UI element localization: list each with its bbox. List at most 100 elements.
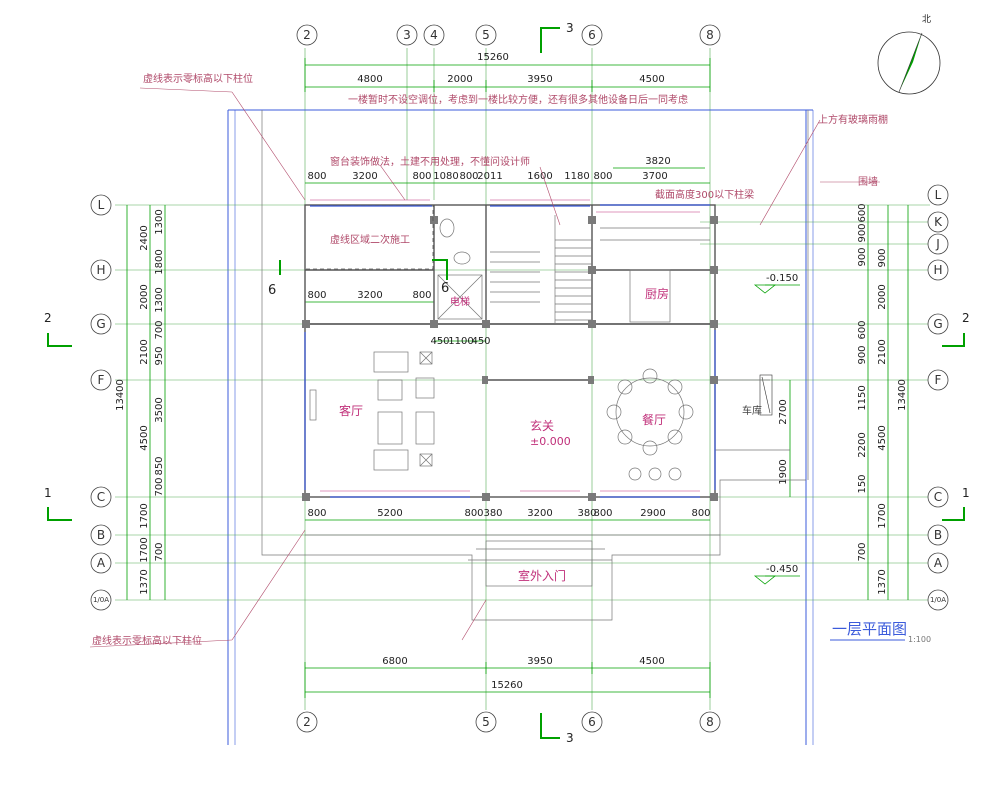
grid-bubble-left-B: B [90, 524, 112, 546]
room-labels: 客厅 玄关 ±0.000 餐厅 厨房 电梯 室外入门 车库 [339, 286, 762, 583]
svg-text:3: 3 [566, 731, 574, 745]
grid-bubble-top-2: 2 [296, 24, 318, 46]
svg-text:2: 2 [962, 311, 970, 325]
room-kitchen: 厨房 [645, 286, 669, 301]
window-openings [304, 204, 716, 498]
svg-text:4: 4 [430, 28, 438, 42]
svg-text:6: 6 [588, 28, 596, 42]
svg-text:1700: 1700 [877, 503, 888, 528]
svg-text:8: 8 [706, 715, 714, 729]
green-accent-marks [279, 259, 448, 280]
grid-bubble-right-A: A [927, 552, 949, 574]
svg-text:3: 3 [566, 21, 574, 35]
title-scale: 1:100 [908, 635, 931, 644]
grid-bubble-left-H: H [90, 259, 112, 281]
note-window: 窗台装饰做法，土建不用处理，不懂问设计师 [330, 155, 530, 168]
svg-text:800: 800 [307, 171, 326, 182]
svg-text:800: 800 [464, 508, 483, 519]
svg-text:950: 950 [154, 346, 165, 365]
svg-text:4500: 4500 [139, 425, 150, 450]
svg-text:800: 800 [691, 508, 710, 519]
svg-text:1370: 1370 [877, 569, 888, 594]
svg-text:380: 380 [483, 508, 502, 519]
svg-text:1700: 1700 [139, 537, 150, 562]
svg-text:700: 700 [154, 320, 165, 339]
svg-text:H: H [933, 263, 942, 277]
grid-bubble-left-L: L [90, 194, 112, 216]
grid-bubble-left-1-0A: 1/0A [90, 589, 112, 611]
svg-text:700: 700 [154, 477, 165, 496]
svg-text:1/0A: 1/0A [930, 596, 946, 604]
note-fence: 围墙 [858, 175, 878, 188]
elevator-box [437, 274, 483, 320]
dim-top-seg-4: 4500 [639, 74, 664, 85]
note-dashed-bottom: 虚线表示零标高以下柱位 [92, 634, 202, 647]
note-second-phase: 虚线区域二次施工 [330, 233, 410, 246]
dim-top-seg-3: 3950 [527, 74, 552, 85]
level-right-lower: -0.450 [766, 564, 798, 575]
building-walls [261, 110, 809, 621]
note-glass: 上方有玻璃雨棚 [818, 113, 888, 126]
room-elevator: 电梯 [450, 295, 470, 308]
svg-text:J: J [935, 237, 940, 251]
svg-text:700: 700 [154, 542, 165, 561]
room-foyer: 玄关 [530, 418, 554, 433]
notes: 一楼暂时不设空调位，考虑到一楼比较方便，还有很多其他设备日后一同考虑 窗台装饰做… [92, 72, 888, 647]
svg-text:900: 900 [857, 247, 868, 266]
svg-text:380: 380 [577, 508, 596, 519]
note-top-long: 一楼暂时不设空调位，考虑到一楼比较方便，还有很多其他设备日后一同考虑 [348, 93, 688, 106]
grid-bubble-bottom-2: 2 [296, 711, 318, 733]
grid-bubble-right-L: L [927, 184, 949, 206]
svg-text:1300: 1300 [154, 209, 165, 234]
drawing-title: 一层平面图 1:100 [830, 620, 931, 644]
bottom-dimensions: 6800 3950 4500 15260 [304, 656, 711, 698]
level-marks: -0.150 -0.450 [753, 273, 800, 585]
svg-text:A: A [934, 556, 943, 570]
svg-text:3200: 3200 [527, 508, 552, 519]
svg-text:B: B [934, 528, 942, 542]
number-six-left: 6 [268, 283, 276, 298]
svg-text:1600: 1600 [527, 171, 552, 182]
svg-text:450: 450 [430, 336, 449, 347]
right-side-dimensions: 2700 1900 [778, 380, 791, 497]
svg-text:1800: 1800 [154, 249, 165, 274]
grid-bubble-left-A: A [90, 552, 112, 574]
grid-bubble-top-8: 8 [699, 24, 721, 46]
svg-text:800: 800 [459, 171, 478, 182]
svg-text:C: C [934, 490, 942, 504]
svg-text:1900: 1900 [778, 459, 789, 484]
svg-text:H: H [96, 263, 105, 277]
bottom-grid-bubbles: 2 5 6 8 [296, 711, 721, 733]
room-foyer-level: ±0.000 [530, 435, 571, 448]
svg-text:2100: 2100 [139, 339, 150, 364]
svg-text:800: 800 [593, 508, 612, 519]
svg-text:600: 600 [857, 320, 868, 339]
svg-text:900: 900 [857, 223, 868, 242]
svg-text:L: L [935, 188, 942, 202]
svg-text:850: 850 [154, 456, 165, 475]
inner-top-dimensions: 800 3200 800 1080 800 2011 1600 1180 800… [305, 156, 710, 184]
svg-text:3950: 3950 [527, 656, 552, 667]
svg-text:1: 1 [962, 486, 970, 500]
structural-columns [302, 204, 718, 501]
grid-bubble-left-C: C [90, 486, 112, 508]
beam-annotations [310, 199, 700, 492]
svg-text:3700: 3700 [642, 171, 667, 182]
svg-text:G: G [96, 317, 105, 331]
svg-text:A: A [97, 556, 106, 570]
kitchen-island [629, 269, 671, 323]
grid-bubble-left-G: G [90, 313, 112, 335]
grid-bubble-right-C: C [927, 486, 949, 508]
svg-text:1100: 1100 [448, 336, 473, 347]
svg-text:2700: 2700 [778, 399, 789, 424]
level-right-upper: -0.150 [766, 273, 798, 284]
svg-text:13400: 13400 [897, 379, 908, 411]
svg-text:8: 8 [706, 28, 714, 42]
front-dimensions: 800 5200 800 380 3200 380 800 2900 800 [305, 508, 711, 521]
svg-text:800: 800 [593, 171, 612, 182]
svg-text:3820: 3820 [645, 156, 670, 167]
svg-text:K: K [934, 215, 943, 229]
svg-text:800: 800 [307, 508, 326, 519]
svg-text:G: G [933, 317, 942, 331]
svg-text:3500: 3500 [154, 397, 165, 422]
